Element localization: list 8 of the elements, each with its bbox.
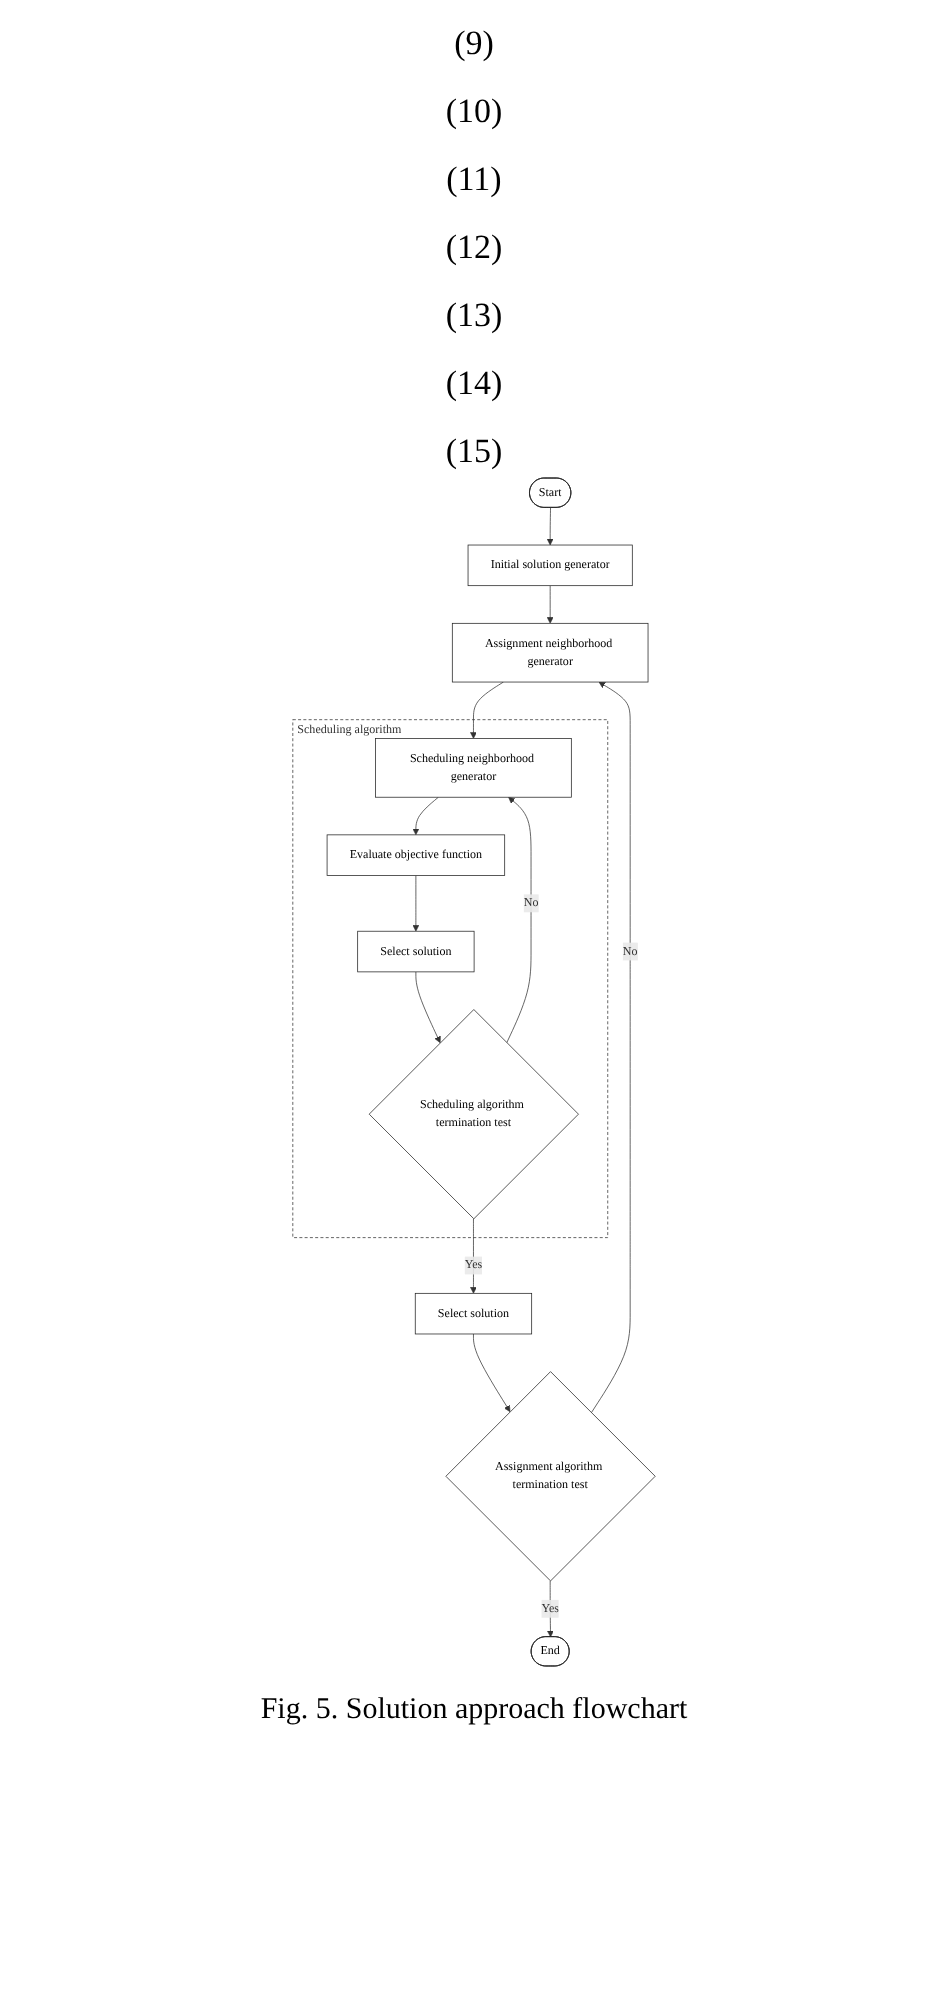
- figure-caption: Fig. 5. Solution approach flowchart: [258, 1694, 690, 1728]
- equation-number: (12): [445, 228, 503, 268]
- equation-number: (15): [445, 432, 503, 472]
- equation-number: (9): [454, 24, 494, 64]
- equation-number: (10): [445, 92, 503, 132]
- equation-number: (14): [445, 364, 503, 404]
- equation-number: (11): [446, 160, 502, 200]
- equation-number: (13): [445, 296, 503, 336]
